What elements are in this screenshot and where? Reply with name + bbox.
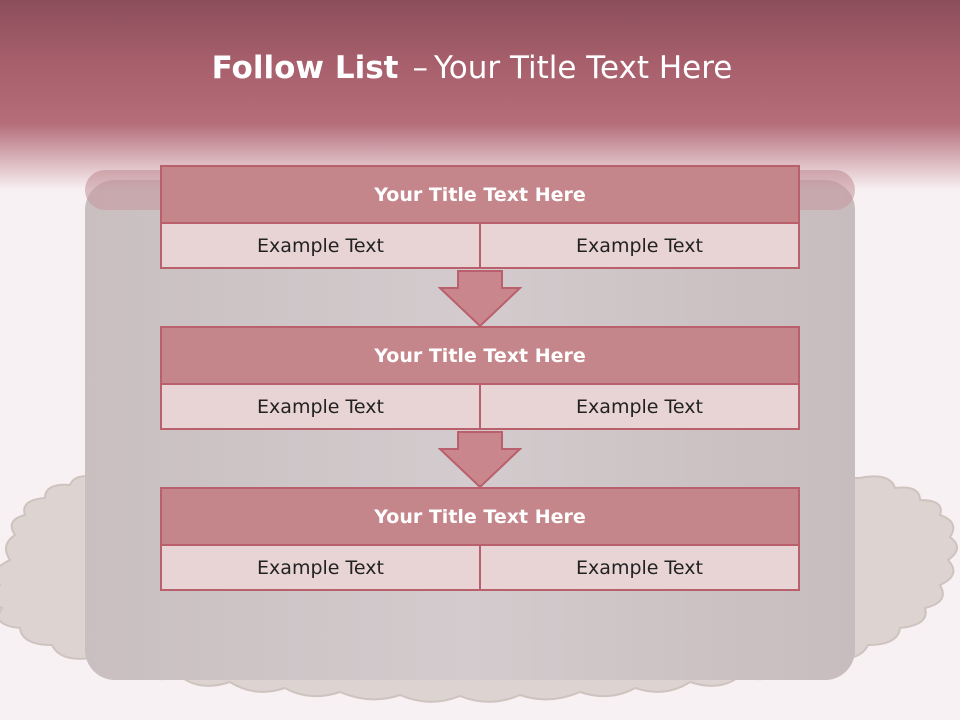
block-cell-right: Example Text <box>479 385 798 428</box>
slide-title-rest: Your Title Text Here <box>433 50 733 86</box>
block-cell-left: Example Text <box>162 224 479 267</box>
slide-title-bold: Follow List <box>211 50 399 86</box>
block-row: Example Text Example Text <box>162 224 798 267</box>
list-block-2: Your Title Text Here Example Text Exampl… <box>160 326 800 430</box>
list-block-3: Your Title Text Here Example Text Exampl… <box>160 487 800 591</box>
down-arrow-icon <box>438 270 522 328</box>
block-title: Your Title Text Here <box>162 328 798 385</box>
block-title: Your Title Text Here <box>162 489 798 546</box>
block-cell-left: Example Text <box>162 546 479 589</box>
down-arrow-icon <box>438 431 522 489</box>
title-header-band <box>0 0 960 190</box>
block-cell-left: Example Text <box>162 385 479 428</box>
block-row: Example Text Example Text <box>162 385 798 428</box>
block-title: Your Title Text Here <box>162 167 798 224</box>
slide-title: Follow List–Your Title Text Here <box>0 50 944 86</box>
block-row: Example Text Example Text <box>162 546 798 589</box>
list-block-1: Your Title Text Here Example Text Exampl… <box>160 165 800 269</box>
block-cell-right: Example Text <box>479 224 798 267</box>
slide-title-separator: – <box>412 50 428 86</box>
block-cell-right: Example Text <box>479 546 798 589</box>
